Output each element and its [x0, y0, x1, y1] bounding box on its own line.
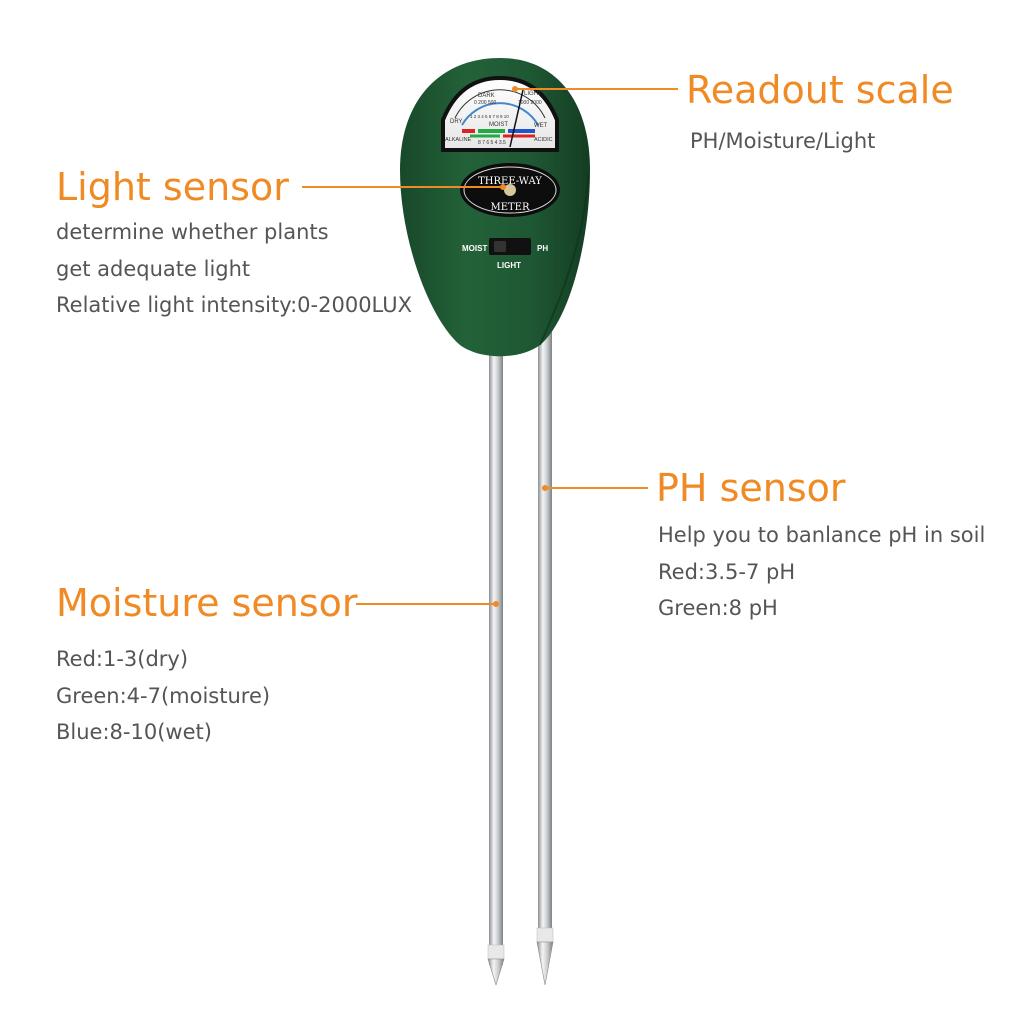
light-line: Relative light intensity:0-2000LUX [56, 293, 412, 317]
dial-dry-label: DRY [450, 119, 463, 125]
readout-scale-desc: PH/Moisture/Light [690, 123, 875, 160]
dial-wet-label: WET [534, 123, 548, 129]
dial-light-ticks: 0 200 500 [474, 100, 496, 106]
probe-right [536, 330, 554, 986]
readout-line: PH/Moisture/Light [690, 129, 876, 153]
ph-sensor-title: PH sensor [656, 466, 846, 510]
moisture-line: Blue:8-10(wet) [56, 720, 212, 744]
switch-moist-label: MOIST [462, 244, 487, 253]
readout-scale-title: Readout scale [686, 68, 954, 112]
light-sensor-desc: determine whether plants get adequate li… [56, 214, 412, 324]
dial-moist-label: MOIST [489, 122, 508, 128]
light-sensor-title: Light sensor [56, 165, 289, 209]
ph-line: Red:3.5-7 pH [658, 559, 796, 584]
ph-line: Help you to banlance pH in soil [658, 523, 986, 547]
switch-light-label: LIGHT [497, 261, 521, 270]
face-bottom-label: METER [490, 202, 530, 213]
ph-line: Green:8 pH [658, 596, 778, 620]
meter-face-badge: THREE-WAY METER [460, 163, 560, 217]
switch-knob[interactable] [494, 241, 506, 252]
moisture-line: Green:4-7(moisture) [56, 683, 271, 708]
dial-moist-ticks: 1 2 3 4 5 6 7 8 9 10 [470, 114, 509, 119]
dial-ph-ticks: 8 7 6 5 4 3.5 [478, 140, 506, 146]
dial-light-ticks-high: 1000 2000 [518, 100, 542, 106]
moisture-line: Red:1-3(dry) [56, 647, 189, 671]
ph-sensor-desc: Help you to banlance pH in soil Red:3.5-… [658, 517, 985, 627]
dial-alkaline-label: ALKALINE [445, 137, 472, 143]
light-line: determine whether plants [56, 220, 329, 244]
switch-ph-label: PH [537, 244, 548, 253]
dial-acidic-label: ACIDIC [534, 137, 553, 143]
light-line: get adequate light [56, 256, 251, 281]
light-sensor-icon [504, 184, 516, 196]
leader-lines [302, 86, 678, 607]
moisture-sensor-title: Moisture sensor [56, 581, 358, 625]
probe-left [487, 345, 505, 987]
mode-switch[interactable]: MOIST LIGHT PH [462, 238, 548, 270]
dial-dark-label: DARK [478, 93, 495, 99]
dial-light-label: LIGHT [524, 91, 542, 97]
face-top-label: THREE-WAY [478, 176, 542, 187]
readout-dial: DARK LIGHT 0 200 500 1000 2000 1 2 3 4 5… [441, 75, 559, 152]
moisture-sensor-desc: Red:1-3(dry) Green:4-7(moisture) Blue:8-… [56, 641, 270, 751]
